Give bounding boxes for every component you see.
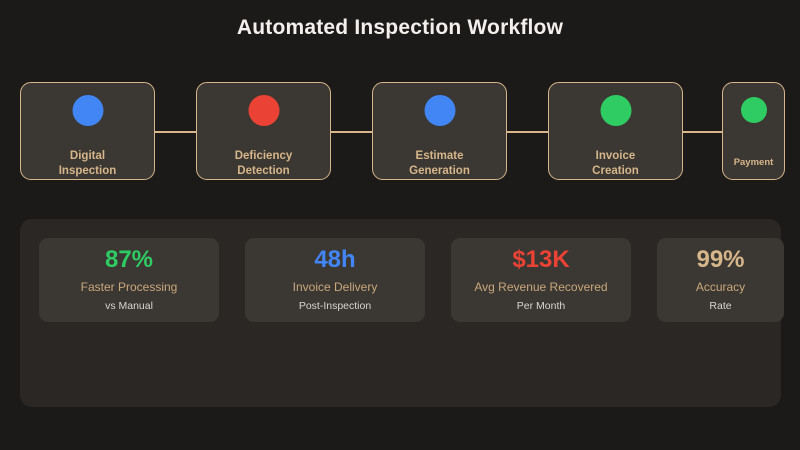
stat-card-accuracy-rate[interactable]: 99% Accuracy Rate — [657, 238, 784, 322]
workflow-node-label: Digital Inspection — [58, 150, 117, 177]
workflow-node-invoice-creation[interactable]: Invoice Creation — [548, 82, 683, 180]
workflow-node-label: Deficiency Detection — [234, 150, 293, 177]
workflow-node-payment[interactable]: Payment — [722, 82, 785, 180]
workflow-connector — [683, 131, 722, 133]
metrics-panel: 87% Faster Processing vs Manual 48h Invo… — [20, 219, 784, 407]
stat-sublabel: Rate — [709, 300, 732, 312]
stat-value: $13K — [512, 246, 570, 273]
workflow-diagram: Digital Inspection Deficiency Detection … — [20, 82, 785, 180]
stat-label: Faster Processing — [80, 280, 178, 294]
workflow-connector — [331, 131, 372, 133]
workflow-node-label: Invoice Creation — [592, 150, 639, 177]
workflow-node-label: Estimate Generation — [409, 150, 470, 177]
workflow-node-deficiency-detection[interactable]: Deficiency Detection — [196, 82, 331, 180]
status-dot-icon — [72, 95, 103, 126]
workflow-node-label: Payment — [733, 157, 774, 168]
stat-label: Invoice Delivery — [292, 280, 378, 294]
stat-sublabel: vs Manual — [105, 300, 153, 312]
stat-label: Accuracy — [695, 280, 746, 294]
workflow-node-estimate-generation[interactable]: Estimate Generation — [372, 82, 507, 180]
status-dot-icon — [600, 95, 631, 126]
stat-sublabel: Per Month — [516, 300, 566, 312]
status-dot-icon — [424, 95, 455, 126]
stat-card-invoice-delivery[interactable]: 48h Invoice Delivery Post-Inspection — [245, 238, 425, 322]
workflow-node-digital-inspection[interactable]: Digital Inspection — [20, 82, 155, 180]
stat-card-faster-processing[interactable]: 87% Faster Processing vs Manual — [39, 238, 219, 322]
status-dot-icon — [248, 95, 279, 126]
stat-value: 87% — [104, 246, 154, 273]
status-dot-icon — [740, 97, 767, 123]
workflow-connector — [155, 131, 196, 133]
page-title: Automated Inspection Workflow — [236, 16, 564, 39]
stat-label: Avg Revenue Recovered — [474, 280, 608, 294]
stat-value: 99% — [696, 246, 745, 273]
workflow-connector — [507, 131, 548, 133]
stat-value: 48h — [314, 246, 356, 273]
stat-card-avg-revenue-recovered[interactable]: $13K Avg Revenue Recovered Per Month — [451, 238, 631, 322]
stat-sublabel: Post-Inspection — [298, 300, 372, 312]
